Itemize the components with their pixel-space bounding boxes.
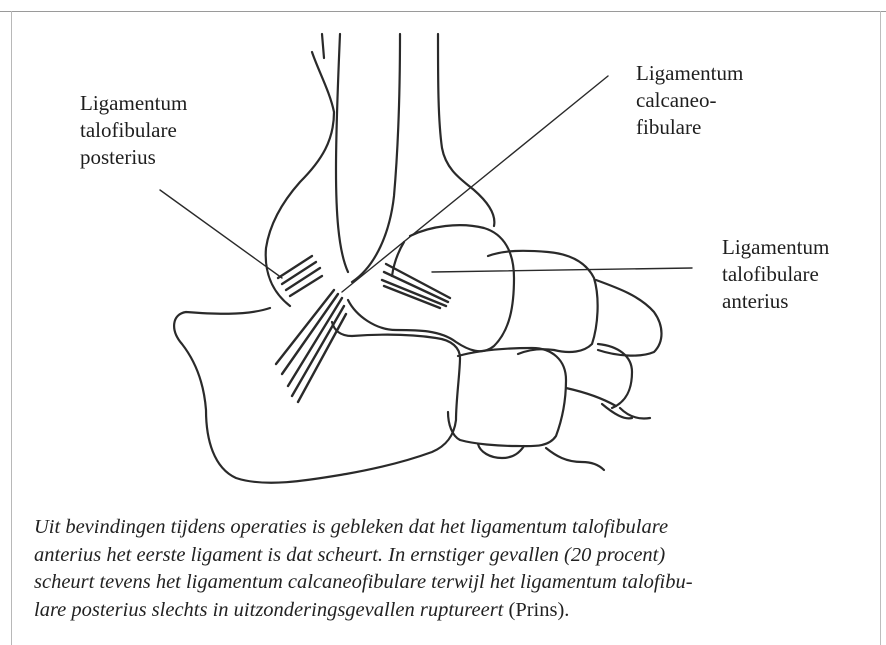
label-line: Ligamentum (722, 234, 829, 261)
caption-line-4-text: lare posterius slechts in uitzonderingsg… (34, 599, 503, 621)
label-line: anterius (722, 288, 829, 315)
figure-caption: Uit bevindingen tijdens operaties is geb… (34, 514, 854, 624)
caption-line-2: anterius het eerste ligament is dat sche… (34, 542, 854, 570)
tibia-outline (352, 34, 494, 282)
ligament-talofibulare-posterius (278, 256, 322, 296)
label-line: Ligamentum (636, 60, 743, 87)
label-line: talofibulare (80, 117, 187, 144)
label-talofibulare-anterius: Ligamentum talofibulare anterius (722, 234, 829, 315)
leader-lines (160, 76, 692, 292)
label-line: fibulare (636, 114, 743, 141)
navicular-outline (488, 251, 598, 354)
label-line: posterius (80, 144, 187, 171)
caption-line-1: Uit bevindingen tijdens operaties is geb… (34, 514, 854, 542)
cuboid-outline (448, 348, 566, 458)
label-line: calcaneo- (636, 87, 743, 114)
label-talofibulare-posterius: Ligamentum talofibulare posterius (80, 90, 187, 171)
ligament-calcaneofibulare (276, 290, 346, 402)
fibula-outline (266, 34, 348, 306)
caption-line-4: lare posterius slechts in uitzonderingsg… (34, 597, 854, 625)
label-line: talofibulare (722, 261, 829, 288)
label-line: Ligamentum (80, 90, 187, 117)
calcaneus-outline (174, 308, 460, 483)
leader-line-anterius (432, 268, 692, 272)
cuneiform-outline (566, 280, 662, 418)
caption-line-3: scheurt tevens het ligamentum calcaneofi… (34, 569, 854, 597)
caption-source: (Prins). (509, 599, 570, 621)
label-calcaneofibulare: Ligamentum calcaneo- fibulare (636, 60, 743, 141)
leader-line-posterius (160, 190, 282, 278)
leader-line-calcaneo (342, 76, 608, 292)
